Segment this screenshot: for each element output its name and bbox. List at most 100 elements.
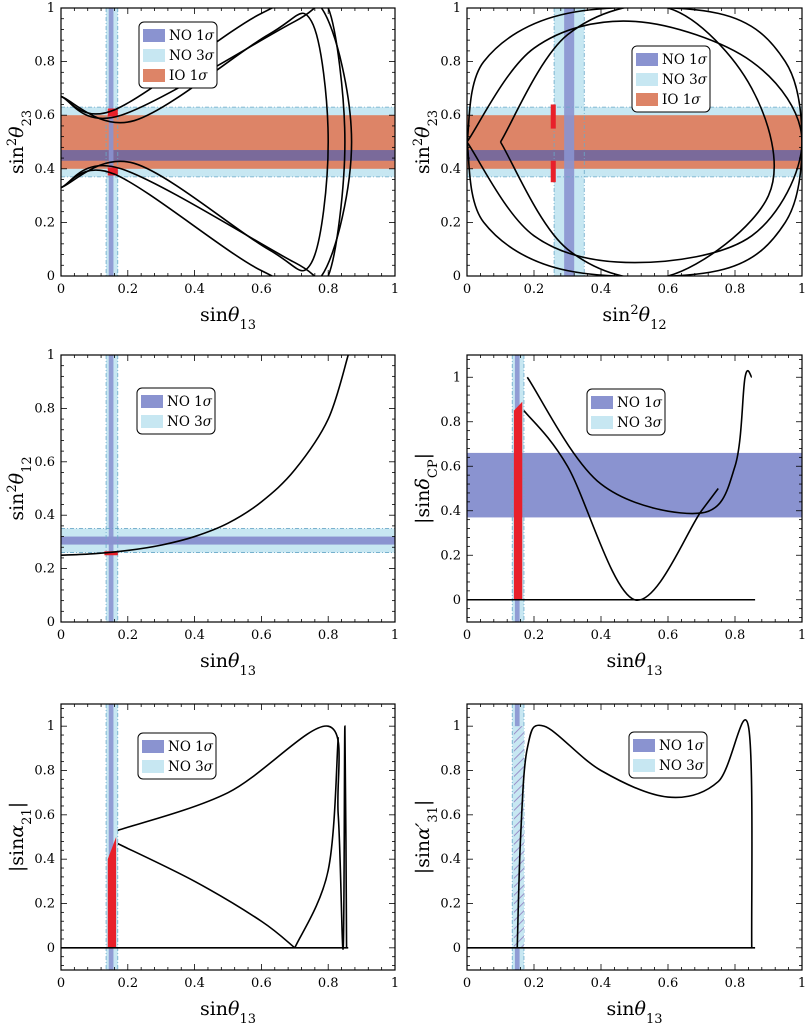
y-axis-label: sin2θ23 (411, 110, 441, 174)
x-tick-label: 0 (463, 976, 471, 991)
allowed-region (550, 104, 556, 129)
y-axis-label: |sinα′31| (412, 800, 441, 875)
y-tick-label: 0 (453, 941, 461, 956)
plot-area (61, 355, 395, 622)
x-tick-label: 0.2 (524, 976, 545, 991)
legend-swatch (636, 73, 658, 86)
series-curve-2 (526, 369, 753, 515)
legend-swatch (633, 739, 655, 752)
series-curve-1 (516, 719, 753, 948)
allowed-region (107, 837, 117, 948)
y-tick-label: 1 (453, 1, 461, 16)
allowed-region (550, 160, 556, 183)
x-tick-label: 0.8 (725, 628, 746, 643)
series-curve-0 (467, 8, 802, 276)
plot-area (61, 8, 395, 276)
allowed-region (104, 551, 118, 556)
plot-frame (60, 703, 396, 971)
y-tick-label: 0.4 (440, 162, 461, 177)
legend-label: NO 1σ (617, 395, 663, 411)
band-h-no1 (61, 536, 395, 545)
x-axis-label: sinθ13 (200, 304, 256, 333)
x-axis-label: sin2θ12 (602, 303, 666, 333)
x-tick-label: 0.8 (318, 976, 339, 991)
series-curve-0 (61, 355, 350, 557)
x-tick-label: 0.6 (251, 976, 272, 991)
y-tick-label: 0 (47, 615, 55, 630)
legend-swatch (141, 415, 163, 428)
plot-frame (466, 7, 803, 277)
y-axis-label: sin2θ23 (5, 110, 35, 174)
legend-swatch (636, 53, 658, 66)
x-tick-label: 0 (463, 628, 471, 643)
legend-label: NO 3σ (169, 48, 215, 64)
band-h-no1 (467, 150, 802, 161)
y-tick-label: 0 (47, 941, 55, 956)
x-tick-label: 0.2 (524, 628, 545, 643)
x-tick-label: 0.4 (184, 282, 205, 297)
y-tick-label: 1 (453, 370, 461, 385)
plot-area (61, 704, 349, 970)
y-tick-label: 0 (47, 269, 55, 284)
allowed-region (513, 401, 523, 600)
plot-frame (466, 354, 803, 623)
legend-label: NO 3σ (662, 72, 708, 88)
y-tick-label: 0.6 (34, 455, 55, 470)
y-tick-label: 0.2 (34, 897, 55, 912)
y-tick-label: 0.8 (34, 55, 55, 70)
x-tick-label: 0.6 (658, 628, 679, 643)
x-tick-label: 0.2 (117, 282, 138, 297)
y-tick-label: 1 (453, 719, 461, 734)
plot-frame (60, 7, 396, 277)
series-curve-3 (294, 737, 340, 949)
band-v-no1 (564, 8, 575, 276)
y-tick-label: 0.6 (440, 808, 461, 823)
legend-label: NO 3σ (617, 415, 663, 431)
x-tick-label: 0 (57, 628, 65, 643)
x-tick-label: 0.6 (251, 628, 272, 643)
y-tick-label: 0.6 (34, 108, 55, 123)
y-tick-label: 0 (453, 593, 461, 608)
x-tick-label: 0.8 (318, 282, 339, 297)
x-tick-label: 0.8 (725, 282, 746, 297)
legend-label: NO 1σ (168, 739, 214, 755)
plot-frame (60, 354, 396, 623)
y-tick-label: 0.4 (440, 852, 461, 867)
plot-area (467, 355, 802, 622)
legend-swatch (142, 760, 164, 773)
y-tick-label: 0.6 (440, 459, 461, 474)
y-tick-label: 1 (47, 348, 55, 363)
x-tick-label: 0.4 (184, 628, 205, 643)
legend-swatch (142, 740, 164, 753)
plot-area (467, 8, 802, 276)
x-tick-label: 1 (391, 282, 399, 297)
series-curve-2 (117, 842, 296, 949)
x-tick-label: 0 (463, 282, 471, 297)
x-tick-label: 0.8 (318, 628, 339, 643)
band-v-no1 (108, 704, 114, 970)
x-axis-label: sinθ13 (200, 650, 256, 679)
x-tick-label: 0 (57, 282, 65, 297)
y-axis-label: |sinδCP| (412, 453, 441, 524)
allowed-region (107, 108, 118, 117)
legend-swatch (143, 69, 165, 82)
y-tick-label: 0.4 (34, 852, 55, 867)
x-tick-label: 0.6 (658, 282, 679, 297)
x-tick-label: 0.6 (658, 976, 679, 991)
series-curve-1 (61, 12, 330, 272)
y-tick-label: 0.4 (34, 508, 55, 523)
legend-label: NO 3σ (167, 414, 213, 430)
legend-label: NO 1σ (169, 28, 215, 44)
y-tick-label: 1 (47, 719, 55, 734)
x-tick-label: 0.2 (524, 282, 545, 297)
